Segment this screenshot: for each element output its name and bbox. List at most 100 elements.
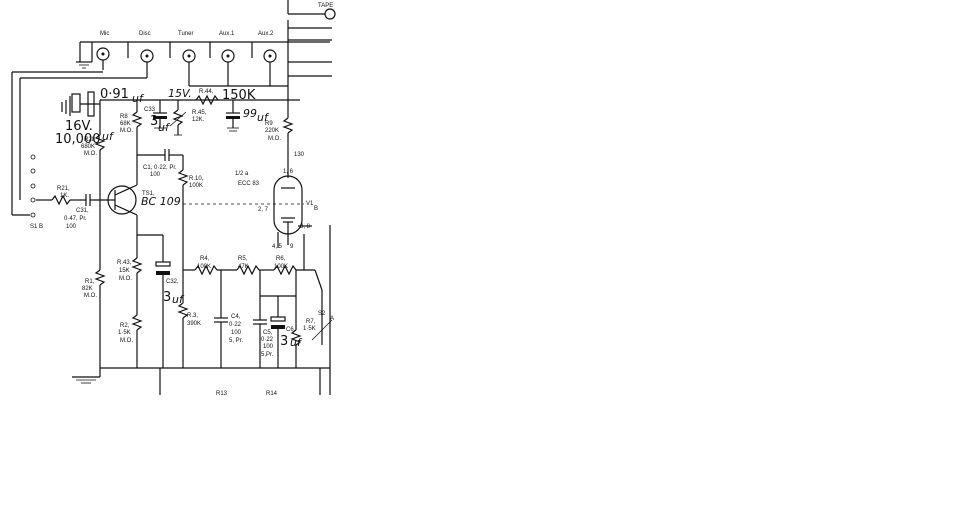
mo-r9: M.O. <box>268 136 281 142</box>
resistor-r28: R28 680K M.O. <box>81 100 106 270</box>
mo-r2: M.O. <box>120 338 133 344</box>
resistor-r2: R2, 1·5K M.O. <box>118 314 143 368</box>
label-ecc-half: 1/2 a <box>235 171 249 177</box>
resistor-r3: R.3, 390K <box>177 270 201 368</box>
resistor-r1: R1, 82K M.O. <box>82 269 106 368</box>
resistor-r6: R6, 100K <box>273 256 297 276</box>
voltage-c5: 100 <box>263 344 274 350</box>
resistor-r7: R7, 1·5K <box>290 319 316 368</box>
pins-9: 9 <box>290 244 294 250</box>
capacitor-c4: C4, 0·22 100 5, Pr. <box>214 270 243 368</box>
value-c32: 3 <box>163 290 171 305</box>
value-r28: 680K <box>81 144 95 150</box>
label-s1b: S1 B <box>30 224 43 230</box>
label-r1: R1, <box>85 279 95 285</box>
unit-99: uf <box>257 111 270 124</box>
resistor-r43: R.43, 15K M.O. <box>117 235 143 315</box>
value-99: 99 <box>243 107 257 120</box>
tape-label: TAPE <box>318 3 333 9</box>
capacitor-c33: C33 3 uf <box>144 100 171 134</box>
label-c31: C31, <box>76 208 89 214</box>
capacitor-99uf: 99 uf <box>226 100 270 132</box>
value-r43: 15K <box>119 268 130 274</box>
voltage-130: 130 <box>294 152 305 158</box>
value-r10: 100K <box>189 183 203 189</box>
mo-r28: M.O. <box>84 151 97 157</box>
socket-tape <box>324 8 336 20</box>
label-r9: R9 <box>265 121 273 127</box>
type-c4: 5, Pr. <box>229 338 243 344</box>
socket-tuner: Tuner <box>178 31 196 63</box>
resistor-r4: R4, 100K <box>194 256 218 276</box>
label-r13: R13 <box>216 391 228 397</box>
label-ts1: TS1, <box>142 191 155 197</box>
label-c33: C33 <box>144 107 156 113</box>
capacitor-c5: C5, 0·22 100 5,Pr. <box>253 270 274 368</box>
mo-r1: M.O. <box>84 293 97 299</box>
socket-aux1: Aux.1 <box>219 31 235 63</box>
socket-aux2: Aux.2 <box>258 31 277 63</box>
voltage-16v: 16V. <box>65 119 93 134</box>
input-sockets: Mic Disc Tuner Aux.1 Aux.2 TAPE <box>76 0 336 90</box>
value-r1: 82K <box>82 286 93 292</box>
label-c1: C1, 0·22, Pr. <box>143 165 177 171</box>
value-r45: 12K. <box>192 117 205 123</box>
capacitor-c31: C31, 0·47, Pr. 100 <box>64 194 110 230</box>
label-r45: R.45, <box>192 110 207 116</box>
value-10000: 10,000 <box>55 132 101 147</box>
value-r4: 100K <box>197 264 211 270</box>
label-r3: R.3, <box>187 313 198 319</box>
mo-r8: M.O. <box>120 128 133 134</box>
label-r7: R7, <box>306 319 316 325</box>
value-r7: 1·5K <box>303 326 316 332</box>
pins-45: 4, 5 <box>272 244 283 250</box>
valve-v1b: 1/2 a ECC 83 1, 6 2, 7 V1 B 3, 8 4, 5 9 <box>183 169 318 250</box>
value-r6: 100K <box>274 264 288 270</box>
label-r8: R8 <box>120 114 128 120</box>
capacitor-10000uf: 0·91 uf 16V. 10,000 uf <box>55 87 145 147</box>
label-v1-sub: B <box>314 206 318 212</box>
label-r2: R2, <box>120 323 130 329</box>
pot-r45: R.45, 12K. 15V. <box>168 87 207 136</box>
label-ecc83: ECC 83 <box>238 181 260 187</box>
label-r21: R21, <box>57 186 70 192</box>
value-ts1: BC 109 <box>141 195 181 208</box>
socket-mic: Mic <box>96 31 110 61</box>
switch-s1b: S1 B <box>30 154 43 230</box>
pins-16: 1, 6 <box>283 169 294 175</box>
value-c33: 3 <box>150 114 158 129</box>
input-label-mic: Mic <box>100 31 109 37</box>
unit-10000: uf <box>102 130 115 143</box>
label-r6: R6, <box>276 256 286 262</box>
capacitor-c32: C32, 3 uf <box>155 235 185 368</box>
pins-27: 2, 7 <box>258 207 269 213</box>
input-label-aux1: Aux.1 <box>219 31 235 37</box>
resistor-r10: R.10, 100K <box>177 169 204 270</box>
voltage-c31: 100 <box>66 224 77 230</box>
input-label-aux2: Aux.2 <box>258 31 274 37</box>
value-c31: 0·47, Pr. <box>64 216 87 222</box>
mo-r43: M.O. <box>119 276 132 282</box>
input-label-disc: Disc <box>139 31 151 37</box>
resistor-r21: R21, 1K. <box>36 186 86 206</box>
value-c6: 3 <box>280 334 288 349</box>
label-r10: R.10, <box>189 176 204 182</box>
label-r4: R4, <box>200 256 210 262</box>
label-s2-sub: A <box>330 316 334 322</box>
resistor-r9: R9 220K M.O. 130 <box>265 100 305 178</box>
socket-disc: Disc <box>139 31 154 63</box>
pins-38: 3, 8 <box>300 224 311 230</box>
capacitor-c1: C1, 0·22, Pr. 100 <box>137 149 184 178</box>
label-v1: V1 <box>306 201 314 207</box>
label-s2: S2 <box>318 311 326 317</box>
label-r43: R.43, <box>117 260 132 266</box>
switch-s2a: S2 A <box>311 290 334 345</box>
value-c1: 100 <box>150 172 161 178</box>
capacitor-c6: C6, 3 uf <box>260 295 303 368</box>
label-c4: C4, <box>231 314 241 320</box>
value-r9: 220K <box>265 128 279 134</box>
voltage-c4: 100 <box>231 330 242 336</box>
label-c6: C6, <box>286 327 296 333</box>
unit-091: uf <box>132 92 145 105</box>
